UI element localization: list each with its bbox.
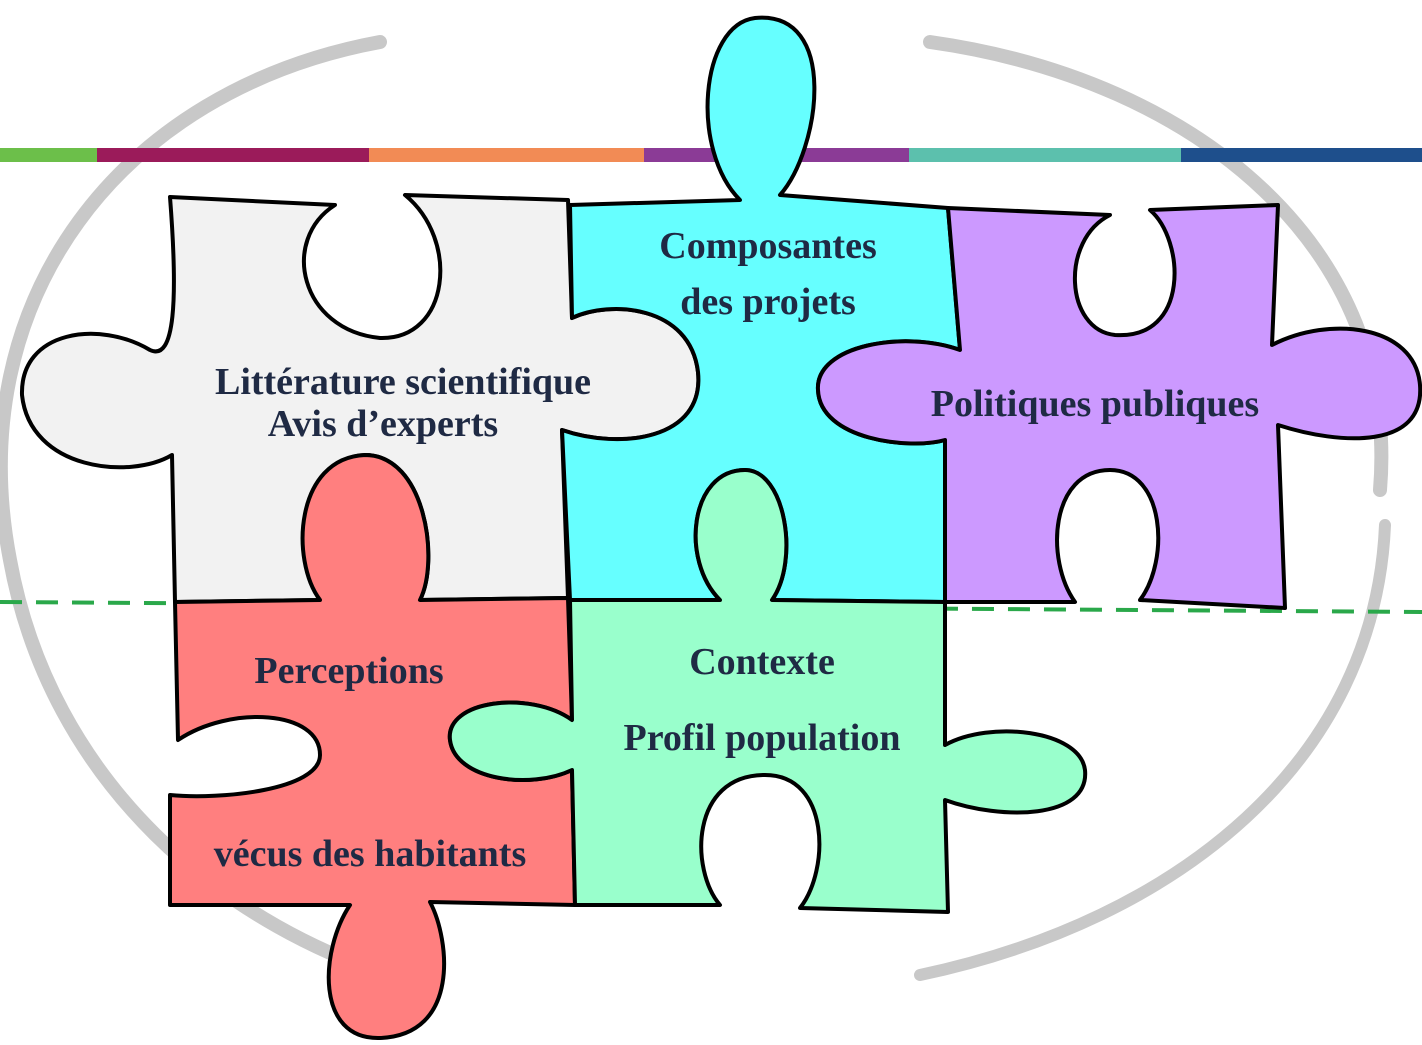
bar-segment (369, 148, 644, 162)
bar-segment (0, 148, 97, 162)
label-components: Composantes des projets (659, 225, 876, 323)
components-line2: des projets (680, 281, 856, 323)
bar-segment (1181, 148, 1422, 162)
label-perceptions: Perceptions vécus des habitants (214, 650, 527, 875)
puzzle-piece-context (447, 468, 1088, 914)
puzzle-piece-policies (815, 203, 1422, 610)
puzzle-piece-perceptions (168, 453, 577, 1041)
bar-segment (97, 148, 369, 162)
context-line2: Profil population (624, 717, 901, 759)
top-color-bar (0, 148, 1422, 162)
label-policies: Politiques publiques (931, 383, 1259, 425)
literature-line2: Avis d’experts (268, 403, 498, 445)
bar-segment (909, 148, 1181, 162)
label-context: Contexte Profil population (624, 641, 901, 759)
literature-line1: Littérature scientifique (215, 361, 591, 403)
components-line1: Composantes (659, 225, 876, 267)
perceptions-line2: vécus des habitants (214, 833, 527, 875)
perceptions-line1: Perceptions (254, 650, 443, 692)
policies-line1: Politiques publiques (931, 383, 1259, 425)
label-literature: Littérature scientifique Avis d’experts (215, 361, 591, 445)
context-line1: Contexte (689, 641, 835, 683)
